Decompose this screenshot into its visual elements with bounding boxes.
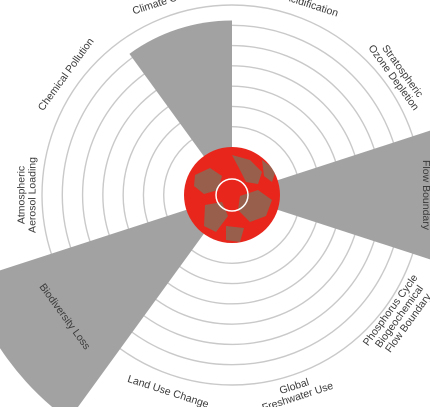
sector-nitrogen-cycle-biogeochemical-flow-boundary <box>232 130 430 260</box>
globe-landmass <box>194 155 276 242</box>
label-land-use-change: Land Use Change <box>126 373 210 407</box>
label-global-freshwater-use: GlobalFreshwater Use <box>257 369 335 407</box>
boundary-sectors <box>0 20 430 407</box>
label-atmospheric-aerosol-loading: AtmosphericAerosol Loading <box>16 157 39 233</box>
label-phosphorus-cycle-biogeochemical-flow-boundary: Phosphorus CycleBiogeochemicalFlow Bound… <box>361 272 430 361</box>
safe-operating-space-globe <box>184 147 280 243</box>
label-ocean-acidification: Ocean Acidification <box>251 0 340 20</box>
label-nitrogen-cycle-biogeochemical-flow-boundary: Nitrogen CycleBiogeochemicalFlow Boundar… <box>420 158 430 232</box>
sector-biodiversity-loss <box>0 195 232 407</box>
sector-climate-change <box>129 20 232 195</box>
globe-inner-circle <box>215 178 249 212</box>
